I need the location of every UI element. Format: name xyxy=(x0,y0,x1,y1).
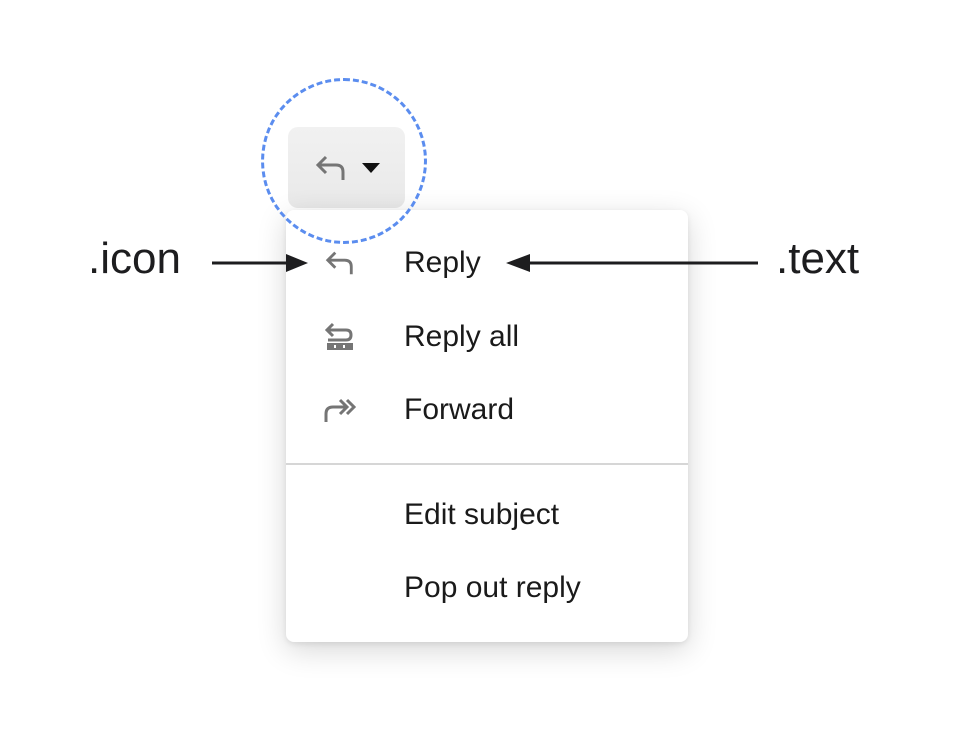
focus-highlight-circle xyxy=(261,78,427,244)
menu-item-label: Reply xyxy=(404,246,481,279)
menu-item-forward[interactable]: Forward xyxy=(286,380,688,440)
menu-item-reply[interactable]: Reply xyxy=(286,233,688,293)
forward-icon xyxy=(320,390,360,430)
menu-item-edit-subject[interactable]: Edit subject xyxy=(286,485,688,545)
reply-menu: Reply Reply all Forward Edit subject Pop… xyxy=(286,210,688,642)
menu-item-label: Reply all xyxy=(404,320,520,353)
menu-item-label: Forward xyxy=(404,393,515,426)
annotation-icon-label: .icon xyxy=(88,234,181,283)
annotation-text-label: .text xyxy=(776,234,860,283)
menu-item-label: Edit subject xyxy=(404,498,560,531)
menu-divider xyxy=(286,463,688,465)
menu-item-pop-out-reply[interactable]: Pop out reply xyxy=(286,558,688,618)
menu-item-reply-all[interactable]: Reply all xyxy=(286,307,688,367)
reply-all-icon xyxy=(320,317,360,357)
reply-icon xyxy=(320,243,360,283)
menu-item-label: Pop out reply xyxy=(404,571,581,604)
annotation-arrow-right-icon xyxy=(212,254,308,272)
annotation-arrow-left-icon xyxy=(506,254,758,272)
